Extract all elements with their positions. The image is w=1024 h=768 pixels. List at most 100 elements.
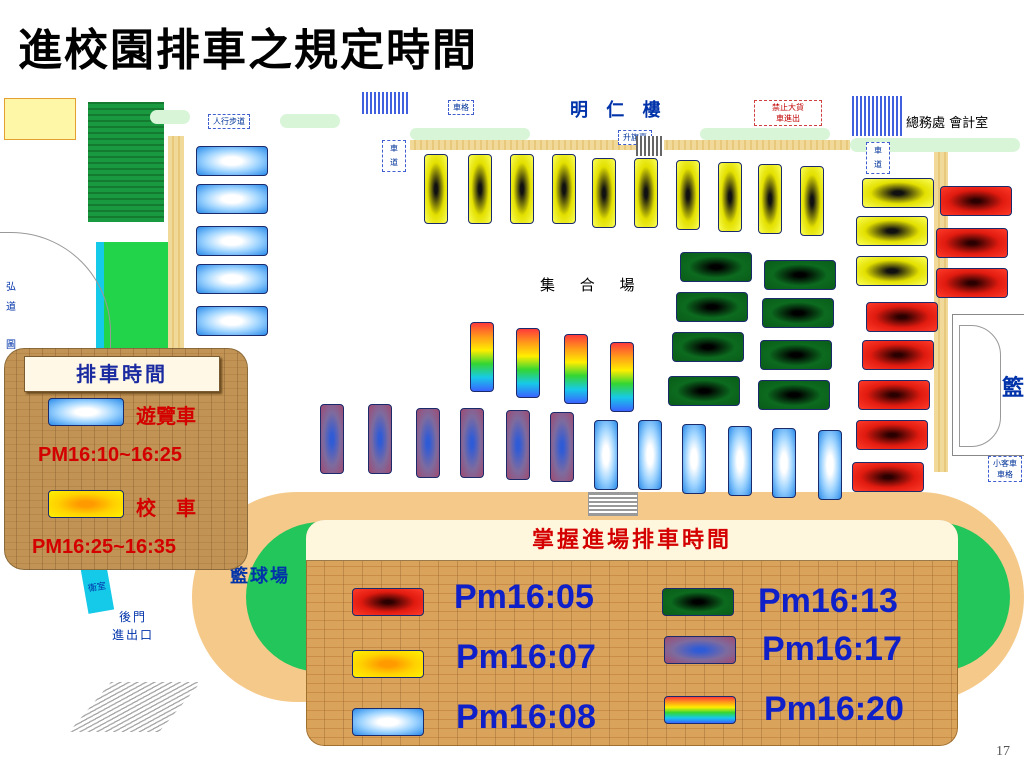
bus-blue (638, 420, 662, 490)
bus-blue (728, 426, 752, 496)
hedge-top-1 (150, 110, 190, 124)
small-car-line1: 小客車 (993, 459, 1017, 468)
small-car-line2: 車格 (997, 470, 1013, 479)
bus-purple (460, 408, 484, 478)
bus-yellow (552, 154, 576, 224)
bus-red (940, 186, 1012, 216)
page-number: 17 (996, 744, 1010, 759)
pedestrian-path-label: 人行步道 (208, 114, 250, 129)
bottom-steps (588, 492, 638, 516)
bus-blue (196, 226, 268, 256)
hatched-ramp (69, 682, 201, 732)
bus-blue (772, 428, 796, 498)
bus-blue (594, 420, 618, 490)
bus-dark-green (760, 340, 832, 370)
bus-dark-green (672, 332, 744, 362)
legend-bus-rainbow (664, 696, 736, 724)
bus-dark-green (764, 260, 836, 290)
back-gate-line2: 進出口 (112, 628, 155, 642)
bus-purple (416, 408, 440, 478)
bus-purple (506, 410, 530, 480)
vehicle-lane-left-1: 車 (390, 144, 398, 153)
bus-yellow (676, 160, 700, 230)
vehicle-lane-left-2: 道 (390, 158, 398, 167)
building-name: 明 仁 樓 (570, 100, 667, 121)
right-schedule-title: 掌握進場排車時間 (306, 520, 958, 561)
legend-bus-red (352, 588, 424, 616)
bus-red (856, 420, 928, 450)
top-bars-left (362, 92, 410, 114)
bus-yellow (758, 164, 782, 234)
bus-yellow (634, 158, 658, 228)
bus-red (862, 340, 934, 370)
bus-blue (196, 306, 268, 336)
bus-rainbow (470, 322, 494, 392)
vehicle-lane-right-1: 車 (874, 146, 882, 155)
tour-bus-label: 遊覽車 (136, 404, 196, 428)
right-schedule-panel: 掌握進場排車時間 Pm16:05 Pm16:07 Pm16:08 Pm16:13… (306, 520, 958, 746)
side-label-2: 道 (6, 302, 16, 313)
school-bus-time: PM16:25~16:35 (32, 536, 176, 558)
no-big-vehicle-line1: 禁止大貨 (772, 103, 804, 112)
court-key (959, 325, 1001, 447)
legend-bus-blue (352, 708, 424, 736)
bus-purple (368, 404, 392, 474)
flag-platform (636, 136, 664, 156)
bus-blue (196, 264, 268, 294)
hedge-top-4 (700, 128, 830, 140)
legend-bus-yellow (48, 490, 124, 518)
bus-yellow (856, 216, 928, 246)
bus-purple (320, 404, 344, 474)
basketball-court-label: 籃球場 (230, 566, 290, 587)
bus-red (866, 302, 938, 332)
tour-bus-time: PM16:10~16:25 (38, 444, 182, 466)
school-bus-label: 校 車 (136, 496, 196, 520)
back-gate-line1: 後門 (119, 610, 148, 624)
hedge-top-2 (280, 114, 340, 128)
vehicle-lane-right-2: 道 (874, 160, 882, 169)
legend-bus-yellow (352, 650, 424, 678)
assembly-area-label: 集 合 場 (540, 276, 645, 294)
left-schedule-title: 排車時間 (24, 356, 220, 392)
legend-bus-blue (48, 398, 124, 426)
sidewalk-top (410, 140, 850, 150)
bus-yellow (592, 158, 616, 228)
bus-dark-green (668, 376, 740, 406)
basketball-court-right (952, 314, 1024, 456)
side-label-3: 圖 (6, 340, 16, 351)
bus-blue (196, 184, 268, 214)
bus-dark-green (680, 252, 752, 282)
time-rainbow-entry: Pm16:20 (764, 690, 904, 728)
bus-blue (196, 146, 268, 176)
bus-yellow (856, 256, 928, 286)
bus-yellow (800, 166, 824, 236)
time-red-entry: Pm16:05 (454, 578, 594, 616)
no-big-vehicle-sign: 禁止大貨 車進出 (754, 100, 822, 126)
bus-dark-green (676, 292, 748, 322)
bus-rainbow (516, 328, 540, 398)
bus-yellow (424, 154, 448, 224)
no-big-vehicle-line2: 車進出 (776, 114, 800, 123)
small-car-label: 小客車 車格 (988, 456, 1022, 482)
bus-blue (682, 424, 706, 494)
hedge-top-3 (410, 128, 530, 140)
bus-purple (550, 412, 574, 482)
back-gate-label: 後門 進出口 (112, 608, 154, 644)
bus-dark-green (762, 298, 834, 328)
bus-rainbow (610, 342, 634, 412)
admin-office-label: 總務處 會計室 (906, 116, 989, 131)
top-bars-right (852, 96, 902, 136)
hedge-top-5 (850, 138, 1020, 152)
bus-yellow (718, 162, 742, 232)
side-label-1: 弘 (6, 282, 16, 293)
time-purple-entry: Pm16:17 (762, 630, 902, 668)
vehicle-lane-left: 車 道 (382, 140, 406, 172)
legend-bus-purple (664, 636, 736, 664)
basketball-partial-label: 籃 (1002, 375, 1024, 401)
left-schedule-panel: 排車時間 遊覽車 PM16:10~16:25 校 車 PM16:25~16:35 (4, 348, 248, 570)
vehicle-lane-right: 車 道 (866, 142, 890, 174)
bus-dark-green (758, 380, 830, 410)
bus-red (858, 380, 930, 410)
bus-yellow (862, 178, 934, 208)
bus-red (936, 268, 1008, 298)
